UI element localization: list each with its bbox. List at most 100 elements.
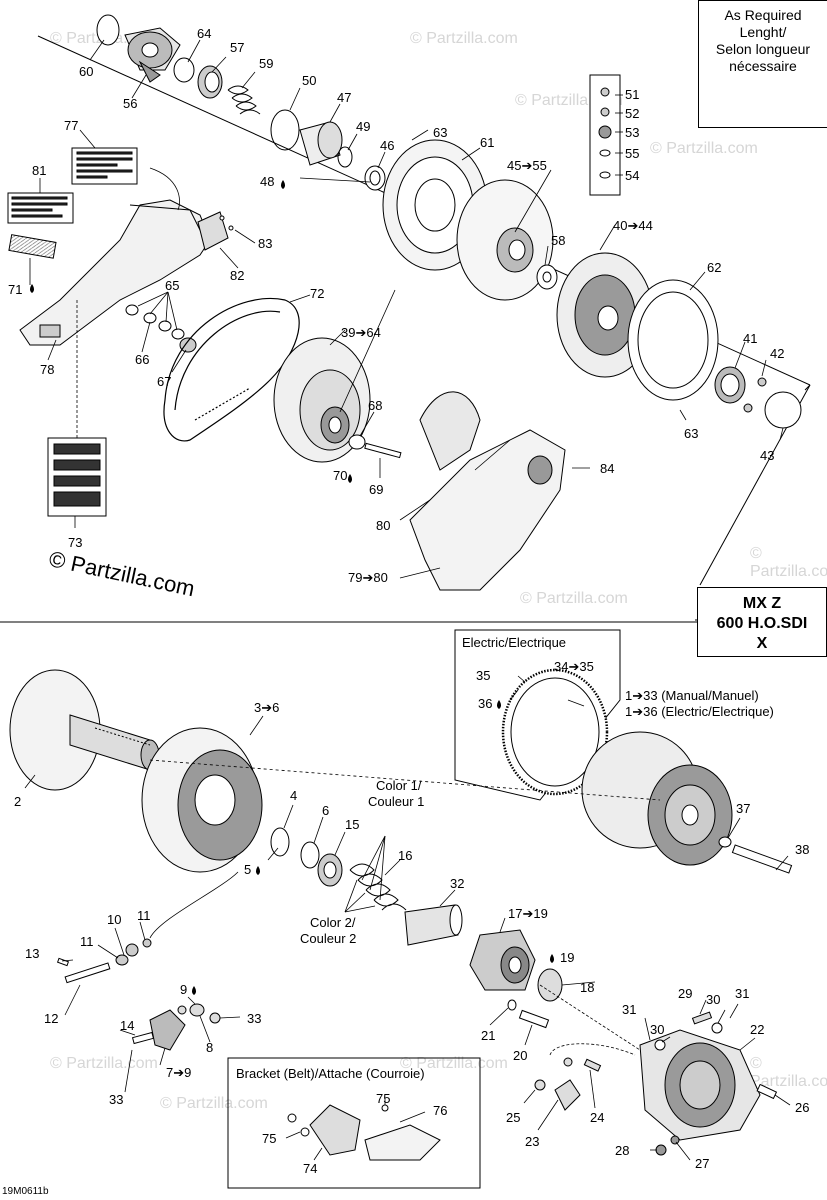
callout: 75 <box>376 1091 390 1106</box>
callout: 28 <box>615 1143 629 1158</box>
callout: Couleur 1 <box>368 794 424 809</box>
watermark: © Partzilla.com <box>520 590 628 607</box>
part-39-driven-pulley <box>273 337 371 463</box>
callout: 11 <box>137 908 151 923</box>
callout: 16 <box>398 848 412 863</box>
callout: 4 <box>290 788 297 803</box>
callout: 30 <box>650 1022 664 1037</box>
callout-labels: 60 64 57 59 56 50 47 49 63 46 61 48 45➔5… <box>8 26 809 1176</box>
watermark: © Partzilla.com <box>400 1055 508 1072</box>
part-56-cam <box>96 14 181 83</box>
callout: 8 <box>206 1040 213 1055</box>
callout: 34➔35 <box>554 659 594 674</box>
part-8-9 <box>177 1003 221 1024</box>
callout: 24 <box>590 1110 604 1125</box>
callout: 7➔9 <box>166 1065 191 1080</box>
part-50-ring <box>270 109 300 151</box>
callout: 13 <box>25 946 39 961</box>
watermark: © Partzilla.com <box>160 1095 268 1112</box>
callout: 62 <box>707 260 721 275</box>
callout: 26 <box>795 1100 809 1115</box>
part-4-ring <box>270 827 290 857</box>
callout: 33 <box>247 1011 261 1026</box>
callout: 51 <box>625 87 639 102</box>
callout: 54 <box>625 168 639 183</box>
part-57-bushing <box>173 57 223 99</box>
part-17-spider <box>469 929 536 991</box>
callout: 57 <box>230 40 244 55</box>
callout: 72 <box>310 286 324 301</box>
callout: Color 1/ <box>376 778 422 793</box>
callout: 30 <box>706 992 720 1007</box>
watermark: © Partzilla.com <box>750 545 827 580</box>
part-32-bushing <box>404 904 463 946</box>
part-12-pin <box>64 962 111 984</box>
callout: 42 <box>770 346 784 361</box>
part-7-arm <box>149 1009 186 1051</box>
callout: 32 <box>450 876 464 891</box>
callout: 31 <box>622 1002 636 1017</box>
callout: 22 <box>750 1022 764 1037</box>
model-line: X <box>756 635 768 652</box>
callout: 53 <box>625 125 639 140</box>
part-29-spring <box>691 1011 713 1025</box>
part-3-movable-sheave <box>141 727 263 873</box>
callout: 48 <box>260 174 274 189</box>
part-58-washer <box>536 264 558 290</box>
callout: 61 <box>480 135 494 150</box>
callout: 6 <box>322 803 329 818</box>
decal-73 <box>47 437 107 517</box>
callout: 71 <box>8 282 22 297</box>
callout: 64 <box>197 26 211 41</box>
callout: 1➔33 (Manual/Manuel) <box>625 688 759 703</box>
as-required-note: As Required Lenght/ Selon longueur néces… <box>698 0 827 128</box>
callout: 82 <box>230 268 244 283</box>
model-box: MX Z 600 H.O.SDI X <box>697 587 827 657</box>
callout: 66 <box>135 352 149 367</box>
part-68-washer <box>348 434 366 450</box>
callout: 43 <box>760 448 774 463</box>
callout: 47 <box>337 90 351 105</box>
note-line: Selon longueur <box>715 41 811 57</box>
callout: 17➔19 <box>508 906 548 921</box>
part-46-bushing <box>364 165 386 191</box>
callout: 29 <box>678 986 692 1001</box>
callout: 11 <box>80 934 94 949</box>
part-38-bolt <box>731 844 793 874</box>
callout: 33 <box>109 1092 123 1107</box>
callout: 84 <box>600 461 614 476</box>
electric-title: Electric/Electrique <box>462 635 566 650</box>
part-47-sleeve <box>299 121 343 166</box>
callout: 79➔80 <box>348 570 388 585</box>
callout: 56 <box>123 96 137 111</box>
callout: 27 <box>695 1156 709 1171</box>
diagram-code: 19M0611b <box>2 1186 49 1197</box>
part-41-ring <box>714 366 746 404</box>
callout: 73 <box>68 535 82 550</box>
callout: 35 <box>476 668 490 683</box>
callout: 78 <box>40 362 54 377</box>
callout: 23 <box>525 1134 539 1149</box>
part-69-bolt <box>364 442 402 459</box>
callout: 68 <box>368 398 382 413</box>
decal-81 <box>7 192 74 224</box>
callout: 40➔44 <box>613 218 653 233</box>
callout: 81 <box>32 163 46 178</box>
callout: 38 <box>795 842 809 857</box>
part-15-washer <box>317 853 343 887</box>
callout: 45➔55 <box>507 158 547 173</box>
decal-77 <box>71 147 138 185</box>
callout: 15 <box>345 817 359 832</box>
callout: 58 <box>551 233 565 248</box>
parts-23-25 <box>534 1057 602 1111</box>
note-line: Lenght/ <box>739 24 787 40</box>
note-line: As Required <box>724 7 802 23</box>
part-27-28 <box>655 1135 680 1156</box>
callout: 83 <box>258 236 272 251</box>
callout: 67 <box>157 374 171 389</box>
parts-51-55-stack <box>589 74 621 196</box>
callout: 50 <box>302 73 316 88</box>
watermark: © Partzilla.com <box>650 140 758 157</box>
callout: 21 <box>481 1028 495 1043</box>
part-82-bracket <box>197 211 229 251</box>
